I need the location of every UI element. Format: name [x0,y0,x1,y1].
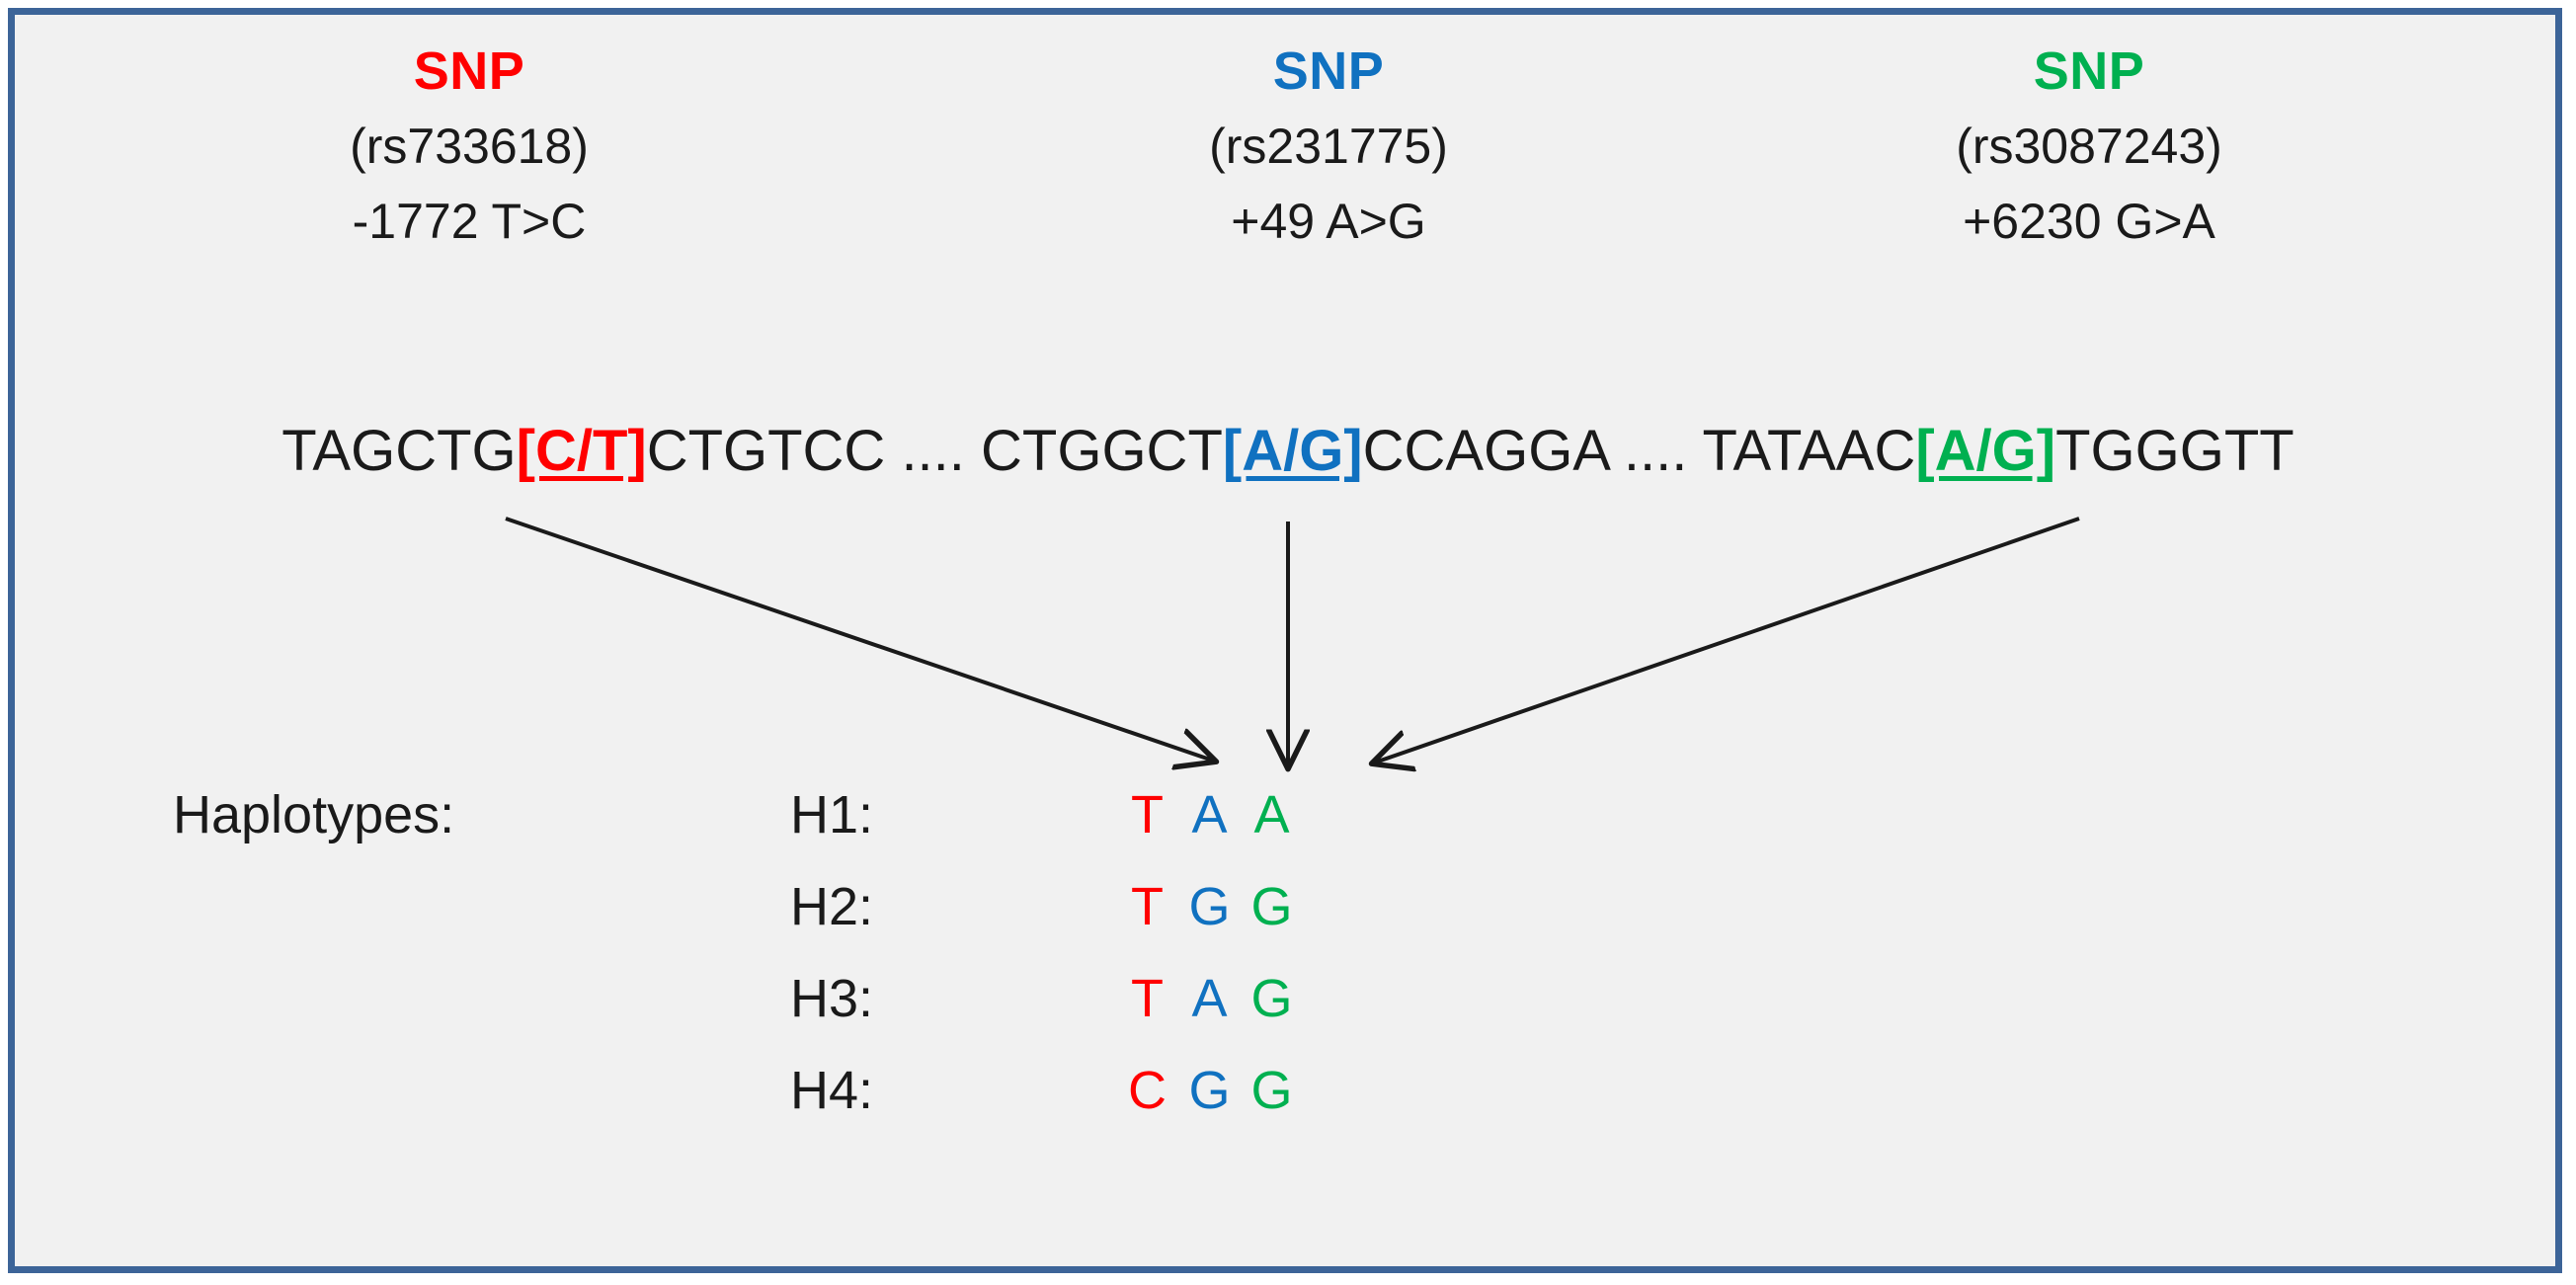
snp-title-2: SNP [1272,41,1385,101]
arrow-snp3-to-haplotype [1375,517,2080,763]
sequence-flank-3-right: TGGGTT [2055,419,2294,483]
snp-title-3: SNP [2033,41,2145,101]
haplotype-name-h1: H1: [790,785,874,844]
sequence-allele-1: [C/T] [516,419,647,483]
sequence-flank-3-left: TATAAC [1702,419,1916,483]
snp-block-3: SNP (rs3087243) +6230 G>A [1832,44,2346,246]
snp-rsid-2: (rs231775) [1209,119,1448,174]
haplotype-row-h1: H1: T A A [790,784,1303,876]
sequence-flank-1-right: CTGTCC [646,419,886,483]
sequence-gap-2: .... [1607,419,1703,483]
haplotype-h2-allele-1: T [1131,877,1164,936]
sequence-flank-2-left: CTGGCT [981,419,1223,483]
haplotype-h4-allele-3: G [1250,1061,1293,1120]
haplotype-name-h3: H3: [790,969,874,1028]
haplotypes-label: Haplotypes: [173,785,455,844]
dna-sequence-line: TAGCTG[C/T]CTGTCC .... CTGGCT[A/G]CCAGGA… [0,418,2576,484]
haplotype-h3-allele-1: T [1131,969,1164,1028]
haplotype-h4-allele-2: G [1188,1061,1231,1120]
haplotype-alleles-h2: T G G [1116,876,1303,937]
snp-rsid-3: (rs3087243) [1956,119,2222,174]
snp-position-3: +6230 G>A [1963,194,2215,249]
haplotype-h1-allele-2: A [1191,785,1228,844]
snp-position-2: +49 A>G [1231,194,1426,249]
arrow-snp1-to-haplotype [505,517,1213,761]
haplotype-alleles-h1: T A A [1116,784,1303,845]
haplotype-h3-allele-3: G [1250,969,1293,1028]
snp-title-1: SNP [413,41,525,101]
haplotype-h3-allele-2: A [1191,969,1228,1028]
haplotype-row-h3: H3: T A G [790,968,1303,1060]
haplotype-row-h4: H4: C G G [790,1060,1303,1152]
sequence-flank-1-left: TAGCTG [282,419,517,483]
sequence-gap-1: .... [885,419,982,483]
haplotype-alleles-h4: C G G [1116,1060,1303,1121]
haplotype-alleles-h3: T A G [1116,968,1303,1029]
haplotype-name-h2: H2: [790,877,874,936]
snp-block-2: SNP (rs231775) +49 A>G [1072,44,1585,246]
haplotype-h2-allele-2: G [1188,877,1231,936]
sequence-allele-2: [A/G] [1222,419,1363,483]
haplotype-h1-allele-3: A [1253,785,1290,844]
snp-position-1: -1772 T>C [352,194,587,249]
haplotype-h4-allele-1: C [1128,1061,1167,1120]
sequence-allele-3: [A/G] [1915,419,2056,483]
haplotype-rows: H1: T A A H2: T G G H3: T A G H4: [790,784,1303,1152]
haplotype-h1-allele-1: T [1131,785,1164,844]
snp-rsid-1: (rs733618) [350,119,589,174]
haplotype-h2-allele-3: G [1250,877,1293,936]
sequence-flank-2-right: CCAGGA [1362,419,1608,483]
figure-border [8,8,2562,1273]
haplotype-name-h4: H4: [790,1061,874,1120]
snp-block-1: SNP (rs733618) -1772 T>C [212,44,726,246]
haplotype-row-h2: H2: T G G [790,876,1303,968]
